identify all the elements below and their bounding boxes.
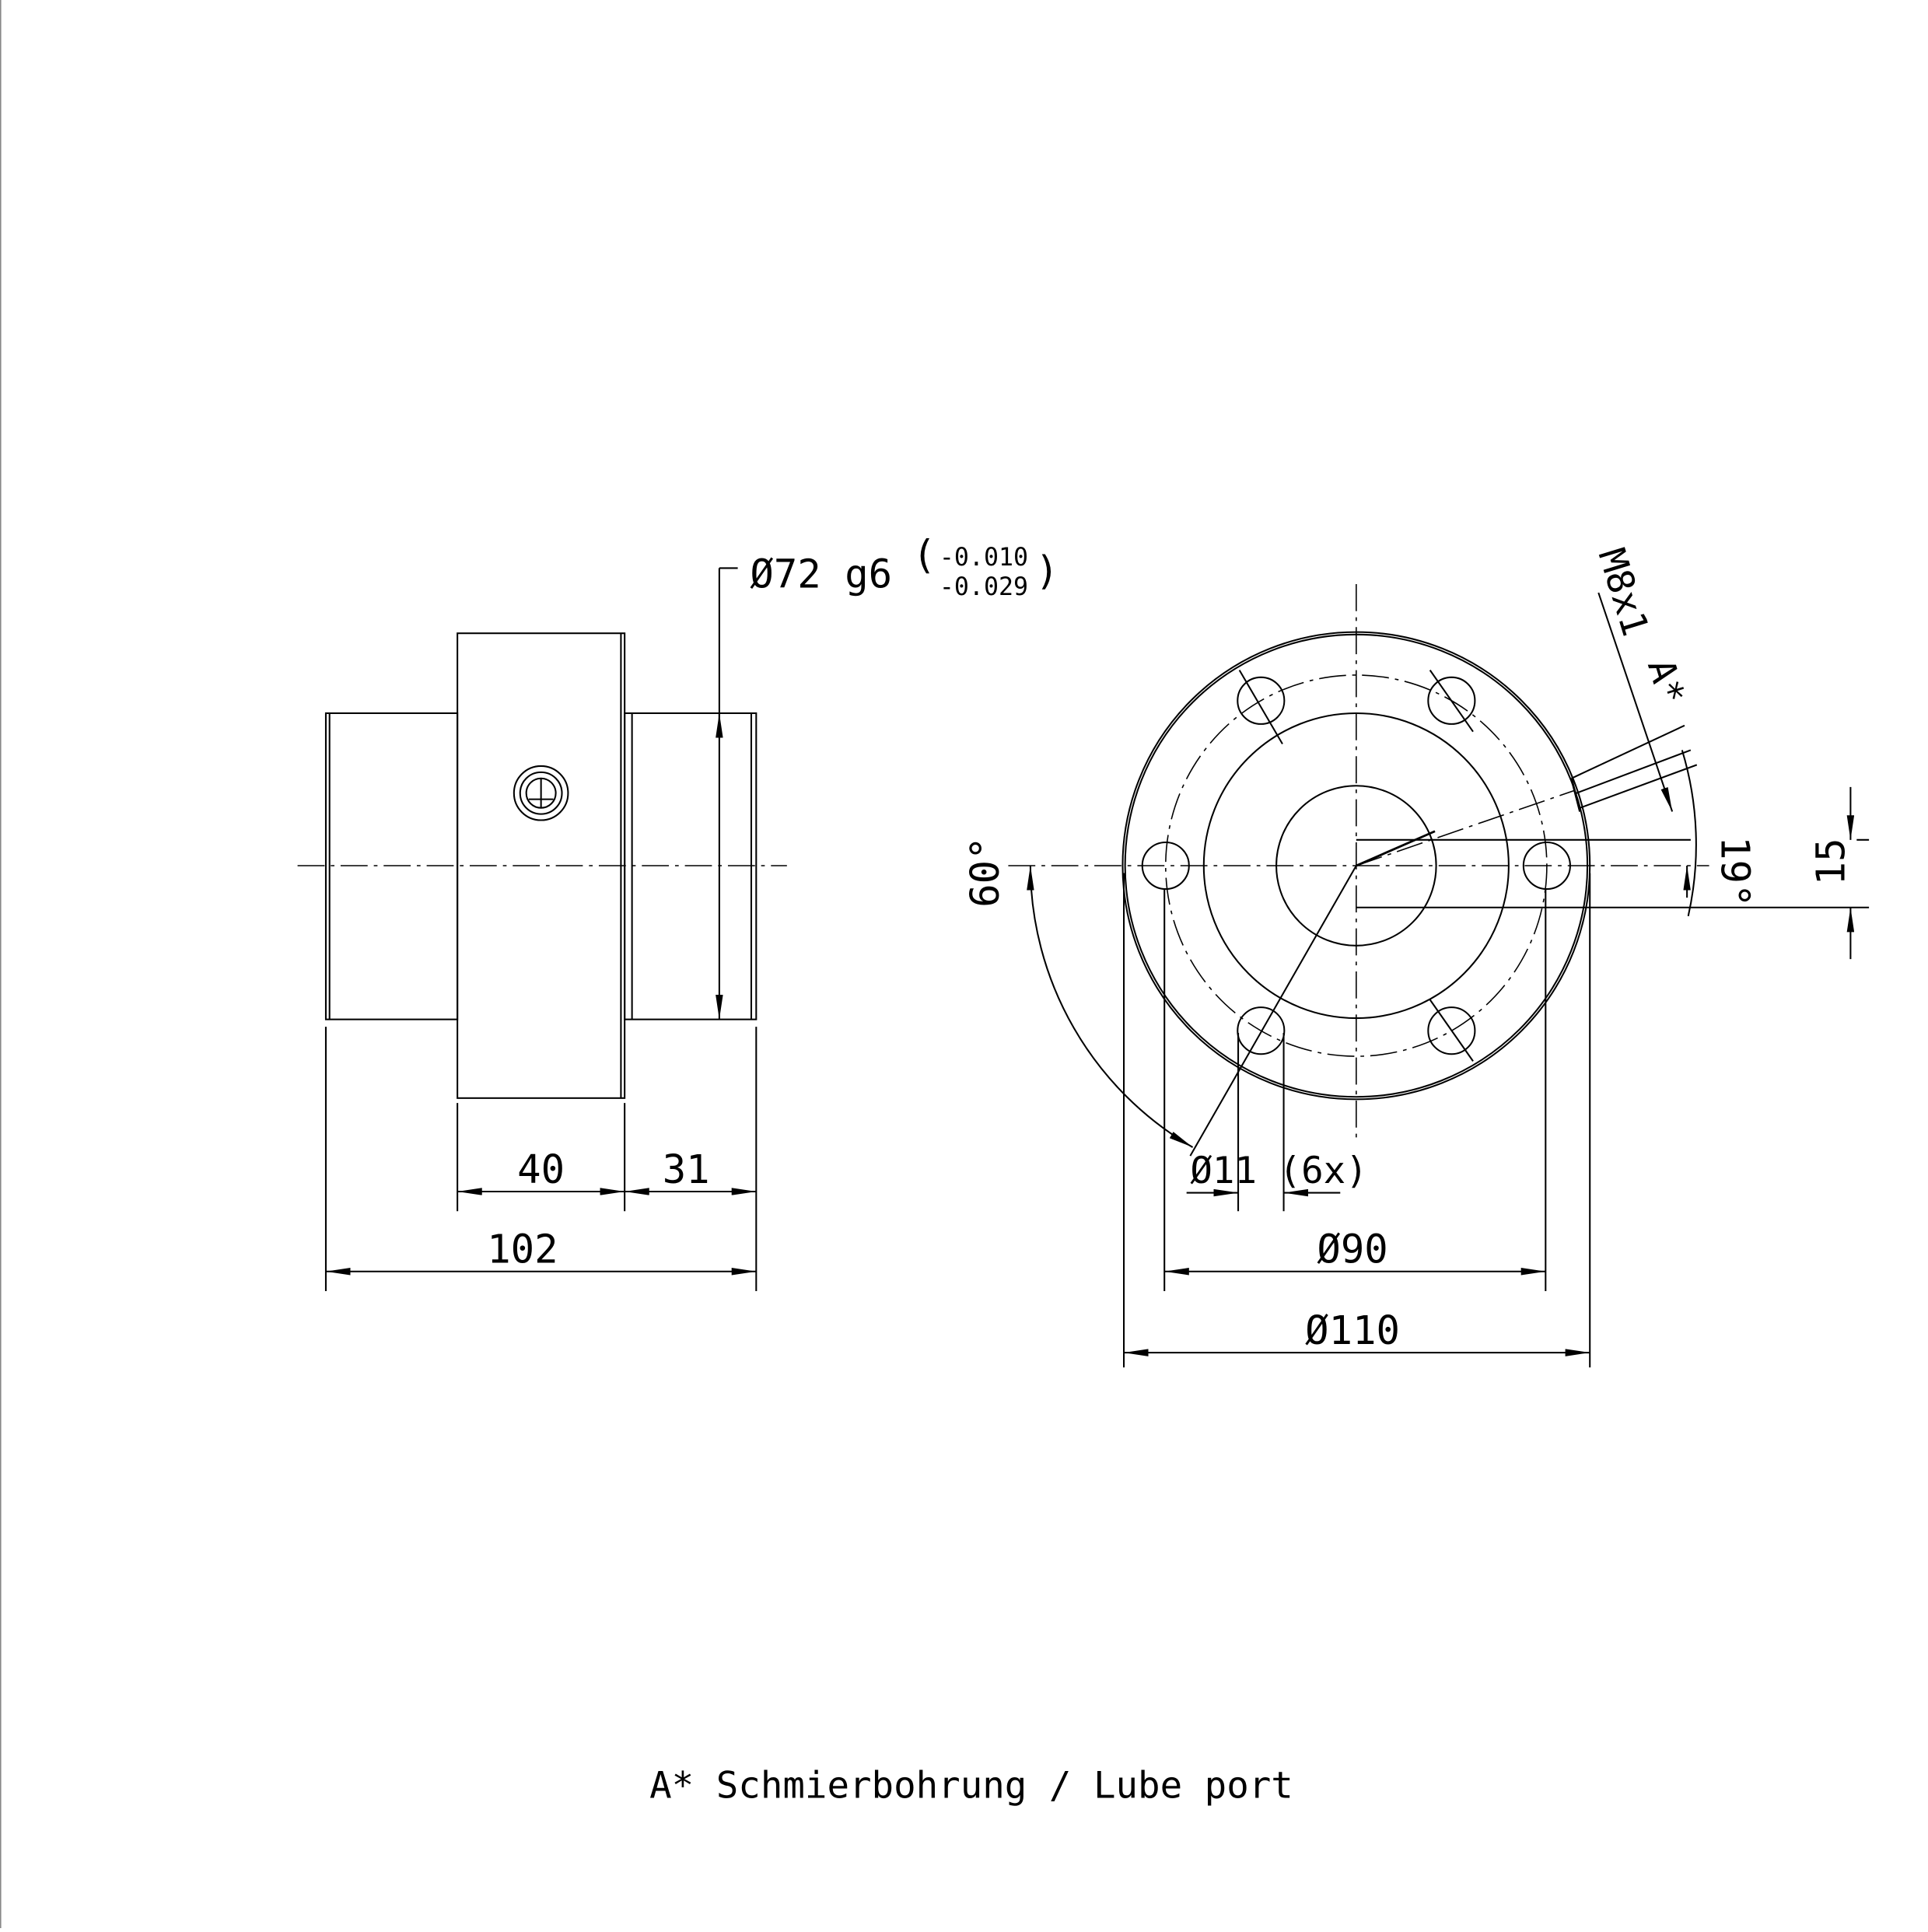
side-view	[297, 567, 787, 1292]
bolt-hole	[1427, 676, 1476, 725]
dim-40: 40	[517, 1146, 565, 1192]
lube-port-icon	[513, 765, 569, 821]
angle-60: 60°	[962, 836, 1008, 907]
bolt-hole	[1427, 1006, 1476, 1055]
front-view	[1008, 583, 1870, 1368]
paren-close: )	[1035, 548, 1058, 593]
bolt-hole	[1522, 841, 1571, 891]
thread-label: M8x1	[1590, 544, 1657, 641]
bolt-circle-label: Ø90	[1317, 1227, 1387, 1272]
bolt-hole	[1237, 676, 1286, 725]
paren-open: (	[912, 531, 936, 577]
dim-31: 31	[663, 1146, 710, 1192]
angle-19: 19°	[1712, 836, 1758, 907]
hole-label: Ø11 (6x)	[1190, 1150, 1367, 1192]
dim-102: 102	[487, 1227, 558, 1272]
bore-circle	[1275, 785, 1437, 947]
diameter-72-label: Ø72 g6	[750, 551, 892, 597]
offset-15: 15	[1807, 838, 1853, 885]
outer-diameter-label: Ø110	[1305, 1307, 1400, 1353]
tolerance-lower: -0.029	[940, 573, 1028, 601]
footer-note: A* Schmierbohrung / Lube port	[649, 1764, 1293, 1807]
spigot-circle	[1202, 712, 1510, 1020]
tolerance-upper: -0.010	[940, 544, 1028, 572]
spigot	[624, 712, 758, 1020]
bolt-hole	[1237, 1006, 1286, 1055]
bolt-circle	[1164, 674, 1548, 1057]
lube-port-marker: A*	[1639, 654, 1692, 709]
